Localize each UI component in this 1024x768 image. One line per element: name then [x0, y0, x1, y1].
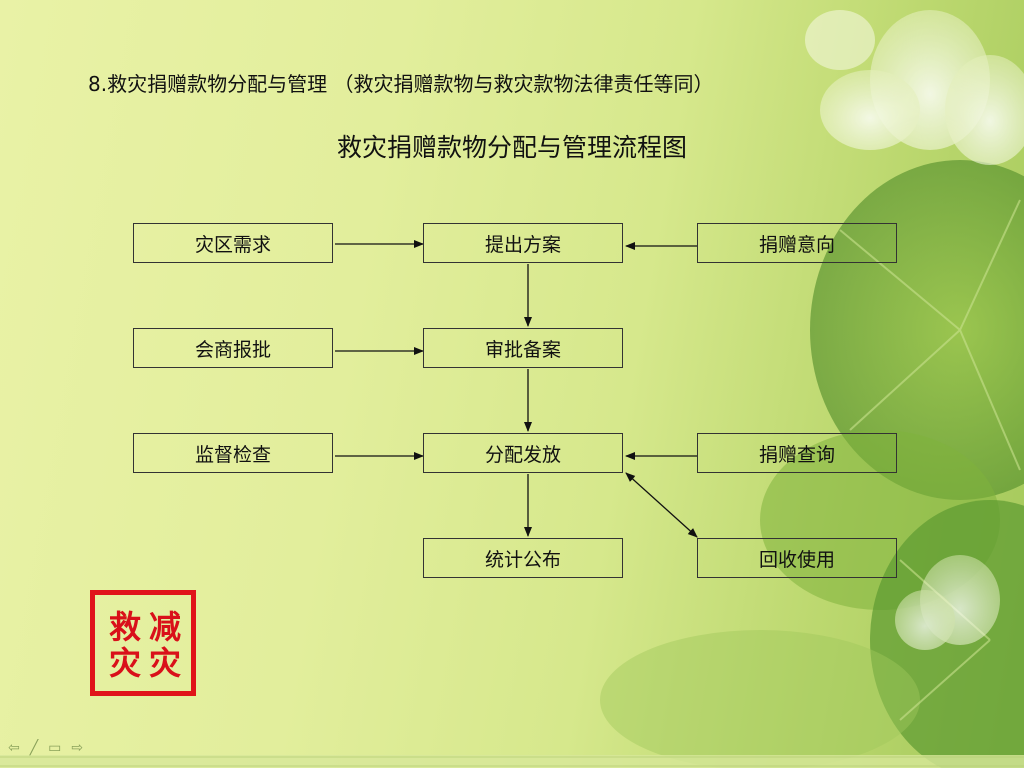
stamp-char-4: 灾 [148, 644, 181, 682]
screen-icon[interactable]: ▭ [48, 740, 62, 756]
box-consult-approve: 会商报批 [133, 328, 333, 368]
box-supervise-check: 监督检查 [133, 433, 333, 473]
box-disaster-need: 灾区需求 [133, 223, 333, 263]
box-propose-plan: 提出方案 [423, 223, 623, 263]
flowchart-title: 救灾捐赠款物分配与管理流程图 [336, 133, 687, 162]
stamp-char-2: 减 [148, 608, 181, 646]
box-recycle-use: 回收使用 [697, 538, 897, 578]
box-review-file: 审批备案 [423, 328, 623, 368]
arrow-distribute-recycle [625, 472, 698, 538]
stamp-char-1: 救 [108, 608, 141, 646]
stamp-char-3: 灾 [108, 644, 141, 682]
box-donation-intent: 捐赠意向 [697, 223, 897, 263]
slide-nav: ⇦ ╱ ▭ ⇨ [8, 740, 83, 756]
box-donation-query: 捐赠查询 [697, 433, 897, 473]
box-stat-publish: 统计公布 [423, 538, 623, 578]
arrow-left-icon[interactable]: ⇦ [8, 740, 20, 756]
pencil-icon[interactable]: ╱ [29, 740, 39, 756]
arrow-right-icon[interactable]: ⇨ [71, 740, 84, 756]
relief-stamp: 救 减 灾 灾 [90, 590, 196, 696]
box-distribute: 分配发放 [423, 433, 623, 473]
slide-heading: 8.救灾捐赠款物分配与管理 （救灾捐赠款物与救灾款物法律责任等同） [88, 72, 714, 96]
